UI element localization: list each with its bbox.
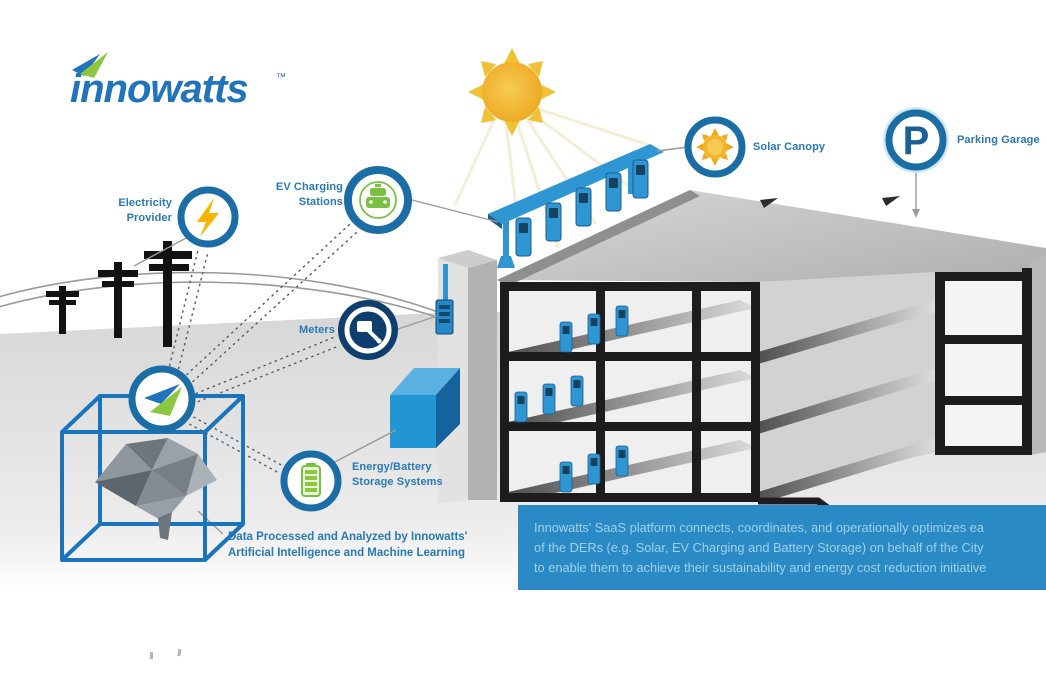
label-meters: Meters <box>298 324 335 336</box>
building-meter-box <box>435 264 454 335</box>
saas-platform-info-box: Innowatts' SaaS platform connects, coord… <box>518 505 1046 590</box>
label-solar-canopy: Solar Canopy <box>753 141 826 153</box>
label-energy-battery: Energy/Battery Storage Systems <box>352 461 443 488</box>
parking-garage-building <box>435 190 1046 527</box>
cropped-caption-marks <box>150 648 182 659</box>
ev-chargers-canopy-row <box>515 159 649 257</box>
meter-gauge-icon <box>338 300 398 360</box>
brain-illustration <box>95 438 217 540</box>
solar-canopy-structure <box>488 144 664 268</box>
solar-canopy-icon <box>684 116 746 178</box>
data-hub-icon <box>128 365 196 433</box>
label-parking-garage: Parking Garage <box>957 134 1040 146</box>
battery-icon <box>280 450 342 512</box>
logo-text: innowatts <box>70 67 248 111</box>
logo-trademark: ™ <box>276 72 286 83</box>
sun-icon <box>468 48 556 136</box>
battery-storage-box <box>390 368 460 448</box>
ev-chargers-floors <box>514 305 629 493</box>
label-electricity-provider: Electricity Provider <box>118 197 172 224</box>
label-ai-caption: Data Processed and Analyzed by Innowatts… <box>228 531 468 559</box>
power-poles <box>46 241 192 347</box>
parking-symbol: P <box>903 119 930 163</box>
garage-tower <box>758 255 1046 527</box>
ai-brain-cube <box>60 394 245 562</box>
label-ev-charging-stations: EV Charging Stations <box>275 181 343 208</box>
parking-arrowhead <box>912 209 920 218</box>
lightning-icon <box>177 186 239 248</box>
parking-sign-icon: P <box>883 107 949 173</box>
innowatts-logo: innowatts ™ <box>70 52 286 111</box>
ev-car-icon <box>344 166 412 234</box>
garage-cutaway <box>500 282 760 502</box>
